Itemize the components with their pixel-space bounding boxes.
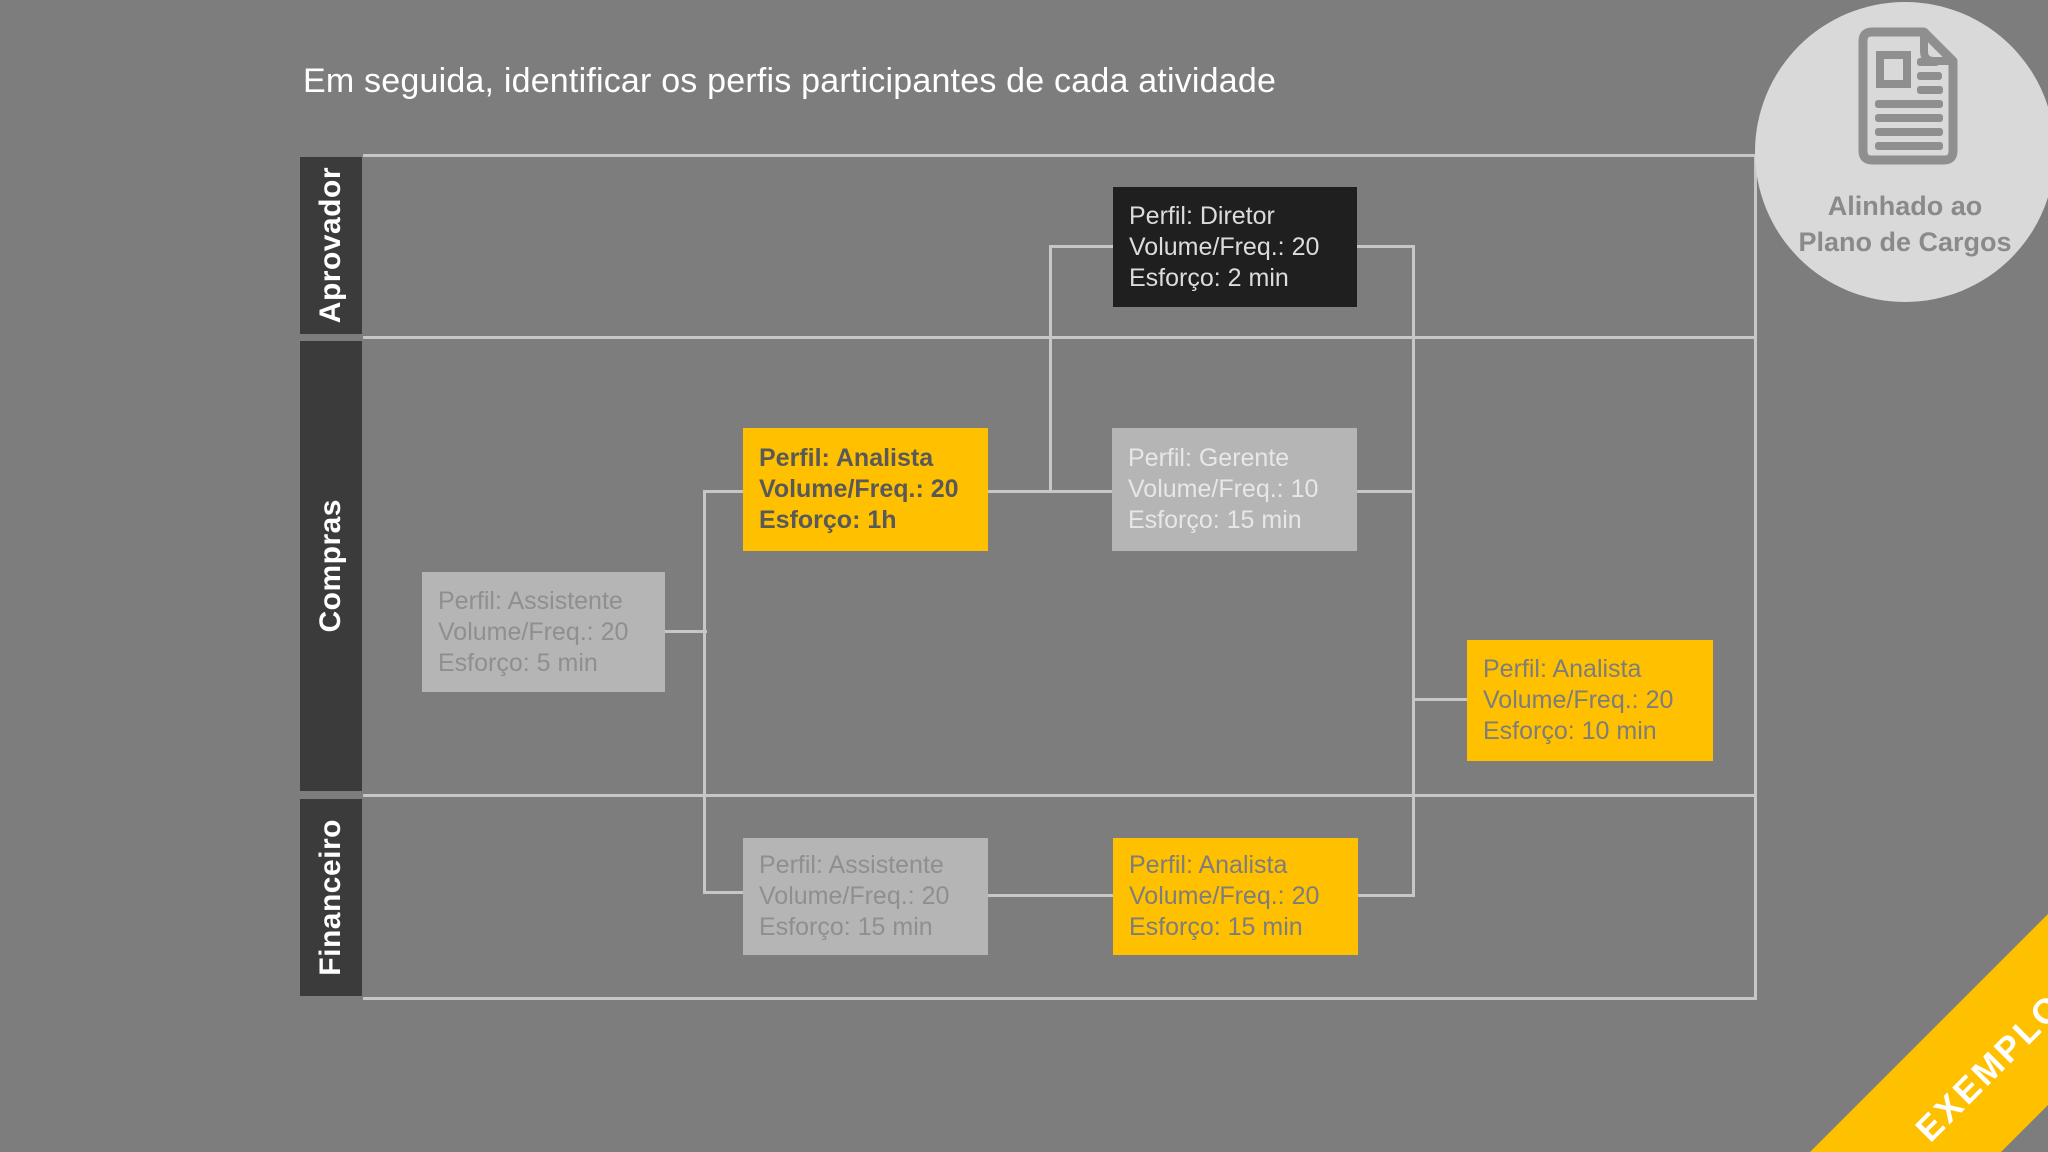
volume-line: Volume/Freq.: 20 [759,882,950,910]
activity-box-diretor: Perfil: Diretor Volume/Freq.: 20 Esforço… [1113,187,1357,307]
lane-label-text: Financeiro [314,819,347,976]
activity-box-assistente-financeiro: Perfil: Assistente Volume/Freq.: 20 Esfo… [743,838,988,955]
connector [1412,245,1415,897]
lane-label-aprovador: Aprovador [300,157,362,334]
perfil-line: Perfil: Gerente [1128,444,1290,472]
badge-caption-line1: Alinhado ao [1827,191,1983,221]
perfil-line: Perfil: Analista [1483,655,1642,683]
diagram-right-border [1754,154,1757,1000]
lane-divider-aprovador-compras [363,336,1757,339]
volume-line: Volume/Freq.: 20 [759,475,959,503]
perfil-line: Perfil: Assistente [438,586,623,615]
badge-caption: Alinhado ao Plano de Cargos [1755,188,2048,260]
activity-box-analista-direita: Perfil: Analista Volume/Freq.: 20 Esforç… [1467,640,1713,761]
diagram-top-border [363,154,1757,157]
lane-divider-compras-financeiro [363,794,1757,797]
perfil-line: Perfil: Analista [1129,851,1288,879]
connector [1049,245,1115,248]
esforco-line: Esforço: 15 min [1129,913,1303,941]
connector [703,490,706,894]
volume-line: Volume/Freq.: 20 [1129,232,1320,261]
connector [986,894,1115,897]
volume-line: Volume/Freq.: 20 [438,617,629,646]
volume-line: Volume/Freq.: 20 [1483,686,1674,714]
esforco-line: Esforço: 15 min [1128,506,1302,534]
connector [665,630,707,633]
volume-line: Volume/Freq.: 20 [1129,882,1320,910]
diagram-bottom-border [363,997,1757,1000]
page-title: Em seguida, identificar os perfis partic… [303,62,1277,100]
esforco-line: Esforço: 5 min [438,648,598,677]
activity-box-gerente: Perfil: Gerente Volume/Freq.: 10 Esforço… [1112,428,1357,551]
connector [703,891,745,894]
ribbon-label: EXEMPLO [1907,985,2048,1149]
esforco-line: Esforço: 10 min [1483,717,1657,745]
connector [986,490,1052,493]
esforco-line: Esforço: 1h [759,506,897,534]
badge-caption-line2: Plano de Cargos [1798,227,2012,257]
connector [1355,245,1415,248]
connector [1355,490,1415,493]
volume-line: Volume/Freq.: 10 [1128,475,1319,503]
connector [1049,245,1052,493]
perfil-line: Perfil: Assistente [759,851,944,879]
connector [1356,894,1415,897]
perfil-line: Perfil: Diretor [1129,201,1275,230]
document-icon [1858,27,1958,165]
lane-label-text: Aprovador [314,167,347,324]
activity-box-assistente-compras: Perfil: Assistente Volume/Freq.: 20 Esfo… [422,572,665,692]
perfil-line: Perfil: Analista [759,444,934,472]
esforco-line: Esforço: 2 min [1129,263,1289,292]
connector [1412,698,1469,701]
corner-badge: Alinhado ao Plano de Cargos [1755,2,2048,302]
activity-box-analista-financeiro: Perfil: Analista Volume/Freq.: 20 Esforç… [1113,838,1358,955]
activity-box-analista-compras: Perfil: Analista Volume/Freq.: 20 Esforç… [743,428,988,551]
lane-label-financeiro: Financeiro [300,799,362,996]
lane-label-compras: Compras [300,341,362,791]
connector [1049,490,1114,493]
example-ribbon: EXEMPLO [1723,800,2048,1152]
connector [703,490,745,493]
esforco-line: Esforço: 15 min [759,913,933,941]
lane-label-text: Compras [314,499,347,633]
